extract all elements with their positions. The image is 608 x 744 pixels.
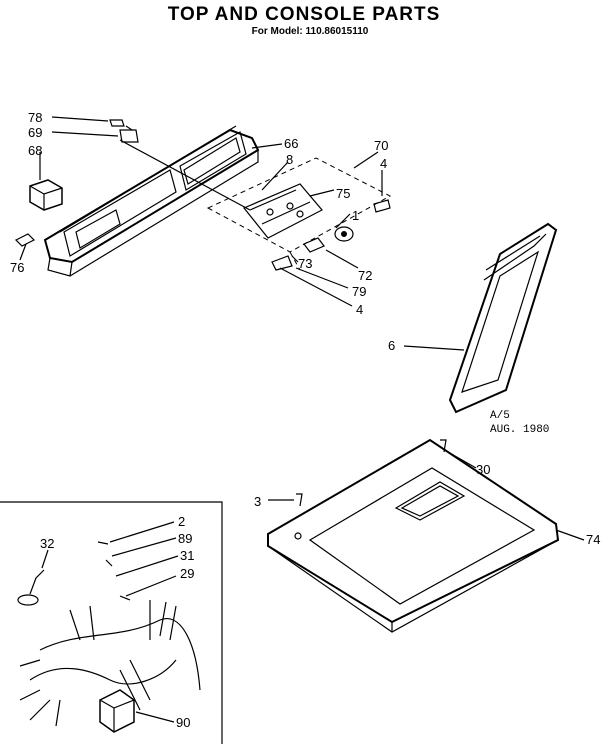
label-76: 76 bbox=[10, 260, 24, 275]
leader-lines-control bbox=[279, 151, 383, 307]
label-66: 66 bbox=[284, 136, 298, 151]
part-number-labels: 78 69 68 76 66 8 70 4 75 1 72 73 79 4 6 … bbox=[10, 110, 600, 730]
label-73: 73 bbox=[298, 256, 312, 271]
label-6: 6 bbox=[388, 338, 395, 353]
label-68: 68 bbox=[28, 143, 42, 158]
label-89: 89 bbox=[178, 531, 192, 546]
console-panel bbox=[43, 125, 260, 277]
top-panel bbox=[267, 438, 585, 633]
label-72: 72 bbox=[358, 268, 372, 283]
label-8: 8 bbox=[286, 152, 293, 167]
label-90: 90 bbox=[176, 715, 190, 730]
lid bbox=[403, 222, 558, 414]
label-31: 31 bbox=[180, 548, 194, 563]
revision-date: AUG. 1980 bbox=[490, 424, 550, 436]
label-4-bottom: 4 bbox=[356, 302, 363, 317]
wiring-harness-inset bbox=[0, 501, 223, 744]
label-75: 75 bbox=[336, 186, 350, 201]
revision-code: A/5 bbox=[490, 410, 510, 422]
label-29: 29 bbox=[180, 566, 194, 581]
model-subtitle: For Model: 110.86015110 bbox=[251, 26, 369, 37]
label-1: 1 bbox=[352, 208, 359, 223]
label-74: 74 bbox=[586, 532, 600, 547]
label-69: 69 bbox=[28, 125, 42, 140]
label-4-top: 4 bbox=[380, 156, 387, 171]
label-32: 32 bbox=[40, 536, 54, 551]
label-3: 3 bbox=[254, 494, 261, 509]
label-79: 79 bbox=[352, 284, 366, 299]
control-assembly bbox=[206, 157, 392, 271]
page-title: TOP AND CONSOLE PARTS bbox=[167, 4, 441, 25]
label-2: 2 bbox=[178, 514, 185, 529]
small-hardware-left bbox=[14, 119, 139, 247]
label-78: 78 bbox=[28, 110, 42, 125]
label-70: 70 bbox=[374, 138, 388, 153]
label-30: 30 bbox=[476, 462, 490, 477]
